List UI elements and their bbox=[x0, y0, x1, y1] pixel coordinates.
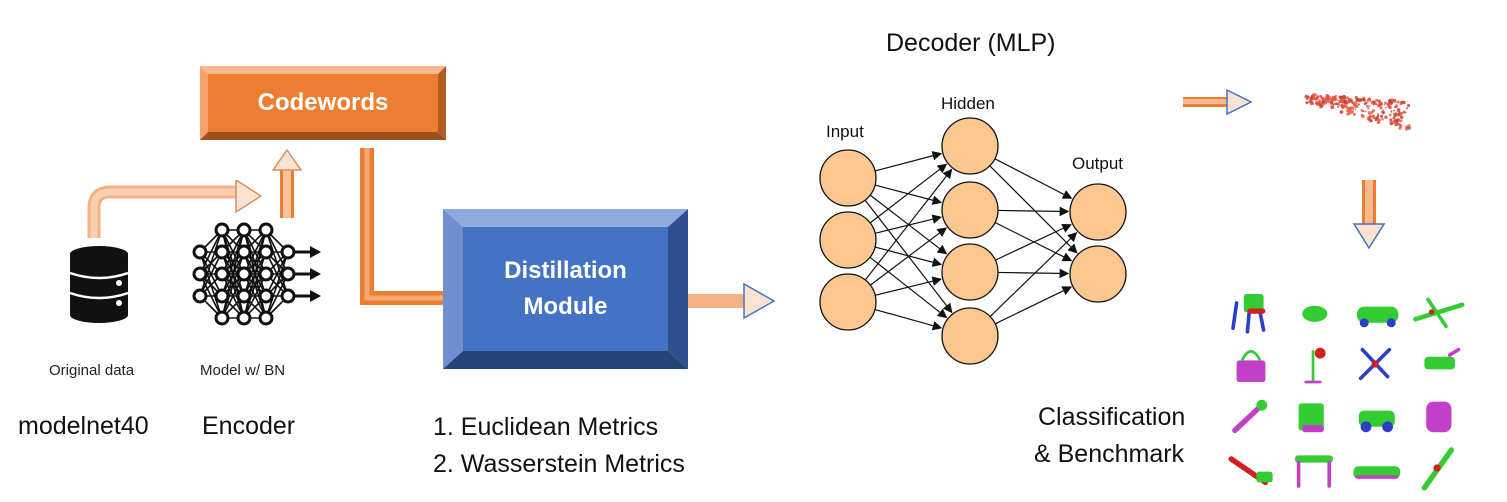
encoder-node bbox=[236, 222, 252, 238]
mlp-connection bbox=[869, 227, 948, 286]
encoder-node bbox=[236, 310, 252, 326]
mlp-connection bbox=[994, 221, 1073, 262]
encoder-node bbox=[258, 288, 274, 304]
reconstructed-point-cloud-image bbox=[1296, 76, 1422, 138]
benchmark-label: & Benchmark bbox=[1034, 440, 1185, 468]
encoder-node bbox=[280, 244, 296, 260]
mlp-connection bbox=[994, 286, 1073, 325]
mlp-connection bbox=[994, 158, 1073, 199]
curved-arrow-data-to-model bbox=[86, 178, 266, 240]
model-label: Model w/ BN bbox=[200, 362, 286, 379]
encoder-node bbox=[280, 288, 296, 304]
elbow-arrow-codewords-to-distillation bbox=[358, 148, 450, 308]
mlp-connection bbox=[874, 308, 943, 331]
shape-thumbnail bbox=[1358, 347, 1392, 381]
mlp-node bbox=[941, 307, 999, 365]
mlp-connection bbox=[864, 168, 953, 281]
shape-thumbnails-grid bbox=[1224, 285, 1494, 497]
mlp-node bbox=[941, 181, 999, 239]
right-arrow-distillation-to-decoder bbox=[688, 282, 778, 320]
encoder-node bbox=[258, 222, 274, 238]
distillation-module-box: Distillation Module bbox=[443, 209, 688, 369]
mlp-node bbox=[819, 211, 877, 269]
encoder-node bbox=[192, 244, 208, 260]
codewords-label: Codewords bbox=[208, 74, 438, 132]
right-arrow-decoder-to-pointcloud bbox=[1183, 88, 1255, 116]
down-arrow-pointcloud-to-grid bbox=[1352, 180, 1386, 252]
encoder-node bbox=[214, 244, 230, 260]
distillation-label-line1: Distillation bbox=[504, 257, 627, 284]
input-layer-label: Input bbox=[826, 122, 864, 141]
hidden-layer-label: Hidden bbox=[941, 94, 995, 113]
encoder-node bbox=[214, 288, 230, 304]
mlp-connection bbox=[874, 246, 943, 267]
output-layer-label: Output bbox=[1072, 154, 1124, 173]
distillation-label-line2: Module bbox=[523, 293, 608, 320]
shape-thumbnail bbox=[1231, 294, 1266, 334]
shape-thumbnail bbox=[1421, 447, 1455, 491]
encoder-node bbox=[258, 266, 274, 282]
shape-thumbnail bbox=[1304, 347, 1326, 384]
encoder-node bbox=[214, 310, 230, 326]
mlp-connection bbox=[989, 232, 1078, 317]
codewords-box: Codewords bbox=[200, 66, 446, 140]
metric-euclidean: 1. Euclidean Metrics bbox=[433, 413, 659, 441]
encoder-node bbox=[236, 288, 252, 304]
metric-wasserstein: 2. Wasserstein Metrics bbox=[433, 450, 685, 478]
encoder-node bbox=[214, 222, 230, 238]
shape-thumbnail bbox=[1358, 410, 1395, 433]
encoder-name: Encoder bbox=[202, 412, 296, 440]
database-icon bbox=[68, 245, 130, 323]
encoder-node bbox=[192, 288, 208, 304]
up-arrow-model-to-codewords bbox=[271, 148, 303, 220]
mlp-node bbox=[941, 243, 999, 301]
shape-thumbnail bbox=[1357, 306, 1399, 328]
shape-thumbnail bbox=[1295, 455, 1333, 488]
shape-thumbnail bbox=[1353, 466, 1401, 479]
mlp-node bbox=[819, 149, 877, 207]
shape-thumbnail bbox=[1302, 305, 1328, 322]
mlp-node bbox=[1069, 183, 1127, 241]
shape-thumbnail bbox=[1424, 347, 1461, 370]
shape-thumbnail bbox=[1236, 350, 1266, 382]
mlp-node bbox=[941, 117, 999, 175]
shape-thumbnail bbox=[1228, 456, 1273, 486]
shape-thumbnail bbox=[1298, 403, 1324, 433]
mlp-connection bbox=[995, 223, 1072, 261]
original-data-label: Original data bbox=[49, 362, 135, 379]
encoder-node bbox=[236, 266, 252, 282]
mlp-node bbox=[1069, 245, 1127, 303]
encoder-node bbox=[280, 266, 296, 282]
mlp-connection bbox=[997, 268, 1070, 279]
encoder-node bbox=[258, 310, 274, 326]
mlp-connection bbox=[989, 165, 1078, 254]
mlp-connection bbox=[874, 151, 943, 172]
shape-thumbnail bbox=[1232, 399, 1268, 434]
mlp-connection bbox=[869, 163, 948, 224]
decoder-title: Decoder (MLP) bbox=[886, 29, 1056, 57]
neural-network-icon bbox=[190, 212, 322, 337]
shape-thumbnail bbox=[1413, 297, 1465, 329]
classification-label: Classification bbox=[1038, 403, 1186, 431]
encoder-node bbox=[192, 266, 208, 282]
mlp-connection bbox=[875, 276, 943, 296]
encoder-node bbox=[258, 244, 274, 260]
encoder-node bbox=[236, 244, 252, 260]
shape-thumbnail bbox=[1426, 401, 1452, 433]
encoder-node bbox=[214, 266, 230, 282]
dataset-name: modelnet40 bbox=[18, 412, 149, 440]
decoder-mlp-diagram bbox=[810, 90, 1150, 380]
mlp-connection bbox=[997, 206, 1070, 217]
mlp-node bbox=[819, 273, 877, 331]
